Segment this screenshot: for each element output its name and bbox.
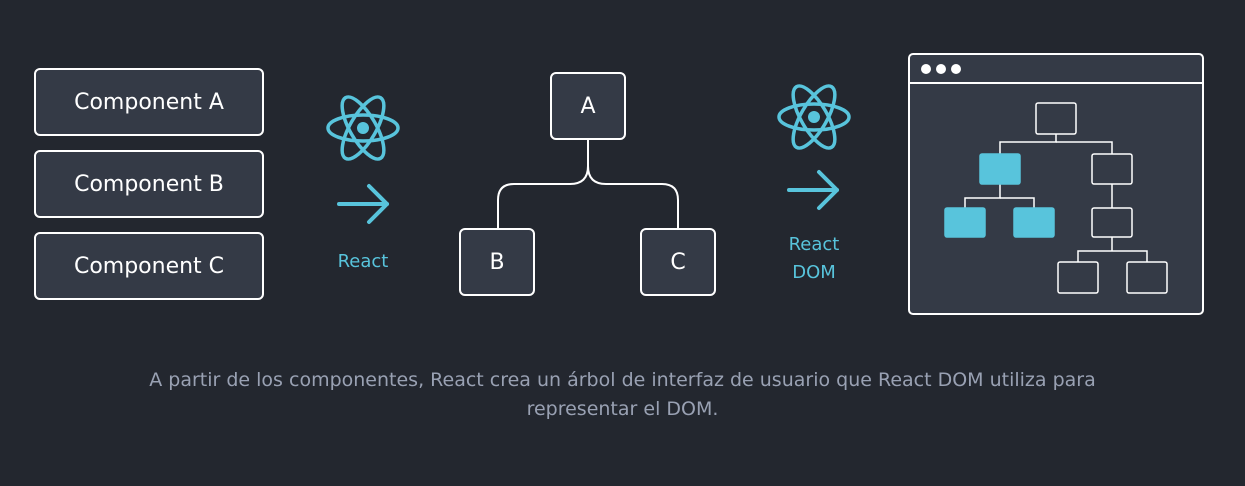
arrow-right-icon [337,184,389,224]
diagram-caption: A partir de los componentes, React crea … [40,366,1205,424]
caption-line1: A partir de los componentes, React crea … [149,369,1096,391]
react-dom-line2: DOM [792,262,836,283]
tree-node-b-label: B [489,249,505,275]
tree-node-a-label: A [580,93,596,119]
component-a-box: Component A [34,68,264,136]
component-b-box: Component B [34,150,264,218]
tree-connector-lines [497,140,679,228]
tree-node-c: C [640,228,716,296]
component-c-box: Component C [34,232,264,300]
caption-line2: representar el DOM. [526,398,719,420]
component-a-label: Component A [74,89,224,115]
tree-node-a: A [550,72,626,140]
tree-node-b: B [459,228,535,296]
react-step-label: React [337,251,389,272]
arrow-right-icon [787,170,839,210]
component-b-label: Component B [74,171,224,197]
react-logo-icon [777,84,851,150]
browser-window-icon [908,53,1204,315]
react-dom-line1: React [788,234,840,255]
component-c-label: Component C [73,253,225,279]
react-logo-icon [326,95,400,161]
react-dom-step-label: React DOM [772,231,856,287]
tree-node-c-label: C [670,249,686,275]
